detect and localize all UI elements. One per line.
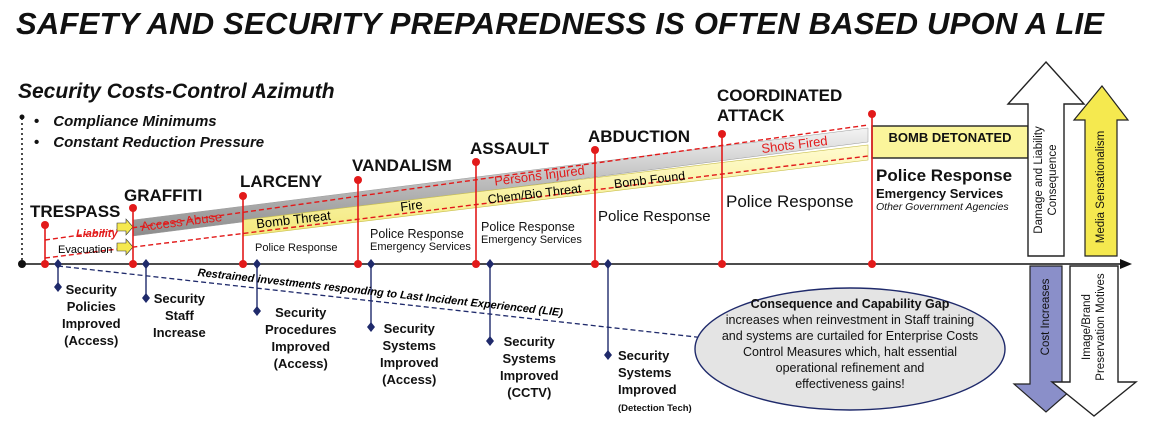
media-sensationalism-text: Media Sensationalism [1095,130,1107,244]
incident-stems [44,114,873,264]
improvement-line: (Access) [273,356,328,371]
liability-arrow [116,218,134,236]
improvement-line: Security [618,348,670,363]
improvement-line: (CCTV) [507,385,552,400]
improvement-line: Security [275,305,327,320]
bullet-list: Compliance Minimums Constant Reduction P… [34,113,264,155]
access-abuse-label: Access Abuse [140,209,223,234]
improvement-diamonds [54,259,612,360]
gap-line: effectiveness gains! [795,377,905,391]
red-dashed-line-upper [44,124,869,241]
improvement-line: Improved [380,355,439,370]
improvement-line: Improved [618,382,677,397]
improvement-line: Policies [66,299,116,314]
gap-line: Control Measures which, halt essential [743,345,957,359]
improvement-line: Systems [618,365,672,380]
incident-trespass: TRESPASS [30,202,121,221]
improvement-line: (Detection Tech) [618,398,692,417]
bomb-detonated-box [871,125,1029,159]
evacuation-arrow [116,238,134,256]
cost-increases-text: Cost Increases [1040,278,1052,356]
improvement-policies: Security Policies Improved (Access) [62,281,121,349]
page-title: SAFETY AND SECURITY PREPAREDNESS IS OFTE… [16,6,1105,41]
response-attack: Police Response [726,192,854,211]
arrow-text-line: Image/Brand [1081,294,1093,360]
red-dashed-line-lower [44,155,869,259]
improvement-procedures: Security Procedures Improved (Access) [265,304,337,372]
gap-line: operational refinement and [775,361,925,375]
improvement-line: Improved [500,368,559,383]
arrow-text-line: Preservation Motives [1095,273,1107,381]
incident-graffiti: GRAFFITI [124,186,203,205]
improvement-line: Staff [164,308,194,323]
incident-dots [41,110,876,268]
improvement-line: Security [383,321,435,336]
improvement-line: Increase [153,325,206,340]
bomb-detonated-label: BOMB DETONATED [888,130,1012,145]
improvement-line: Systems [382,338,436,353]
gap-line: increases when reinvestment in Staff tra… [725,313,975,327]
improvement-line: Security [503,334,555,349]
incident-coordinated-attack: COORDINATED ATTACK [717,86,843,125]
arrow-text-line: Consequence [1047,144,1059,216]
timeline-origin-dot [18,260,26,268]
lie-line-label: Restrained investments responding to Las… [197,267,564,319]
improvement-line: Security [153,291,206,306]
image-brand-arrow [1050,265,1138,417]
gap-heading: Consequence and Capability Gap [750,297,950,311]
bullet-item: Constant Reduction Pressure [34,134,264,151]
damage-liability-text: Damage and Liability Consequence [1032,100,1060,260]
media-sensationalism-arrow [1072,85,1130,257]
improvement-systems-access: Security Systems Improved (Access) [380,320,439,388]
response-text: Police Response [255,242,338,254]
response-text: Police Response [481,220,575,234]
improvement-staff: Security Staff Increase [153,290,206,341]
bullet-item: Compliance Minimums [34,113,264,130]
response-larceny: Police Response [255,242,338,255]
improvement-systems-cctv: Security Systems Improved (CCTV) [500,333,559,401]
improvement-line: (Access) [64,333,119,348]
consequence-gap-callout: Consequence and Capability Gap increases… [700,296,1000,392]
improvement-line: Improved [271,339,331,354]
liability-label: Liability [76,228,118,240]
image-brand-text: Image/Brand Preservation Motives [1080,267,1108,387]
improvement-line: Systems [502,351,556,366]
response-bomb: Police Response Emergency Services Other… [876,166,1012,213]
incident-abduction: ABDUCTION [588,127,690,146]
lie-dashed-line [57,265,706,339]
evacuation-label: Evacuation [58,244,112,256]
gap-line: and systems are curtailed for Enterprise… [721,329,979,343]
incident-vandalism: VANDALISM [352,156,452,175]
improvement-line: Improved [62,316,121,331]
improvement-line: Security [65,282,117,297]
response-text: Police Response [876,166,1013,185]
timeline-arrowhead [1120,259,1132,269]
arrow-text-line: Damage and Liability [1033,126,1045,234]
incident-larceny: LARCENY [240,172,323,191]
response-subtext: Emergency Services [370,241,471,253]
response-assault: Police Response Emergency Services [481,221,582,247]
damage-liability-arrow [1006,60,1086,257]
response-subtext: Emergency Services [876,186,1004,201]
improvement-line: (Access) [382,372,437,387]
response-subtext: Emergency Services [481,234,582,246]
fire-label: Fire [399,197,423,215]
improvement-line: Procedures [265,322,337,337]
response-abduction: Police Response [598,208,711,225]
response-vandalism: Police Response Emergency Services [370,228,471,254]
response-text: Police Response [370,227,464,241]
gap-ellipse [694,287,1006,411]
improvement-systems-detection: Security Systems Improved (Detection Tec… [618,347,692,417]
origin-top-dot [19,114,25,120]
improvement-small: (Detection Tech) [618,403,692,414]
diagram-subtitle: Security Costs-Control Azimuth [18,80,335,103]
incident-assault: ASSAULT [470,139,550,158]
cost-increases-arrow [1012,265,1080,413]
response-agencies: Other Government Agencies [876,201,1009,213]
